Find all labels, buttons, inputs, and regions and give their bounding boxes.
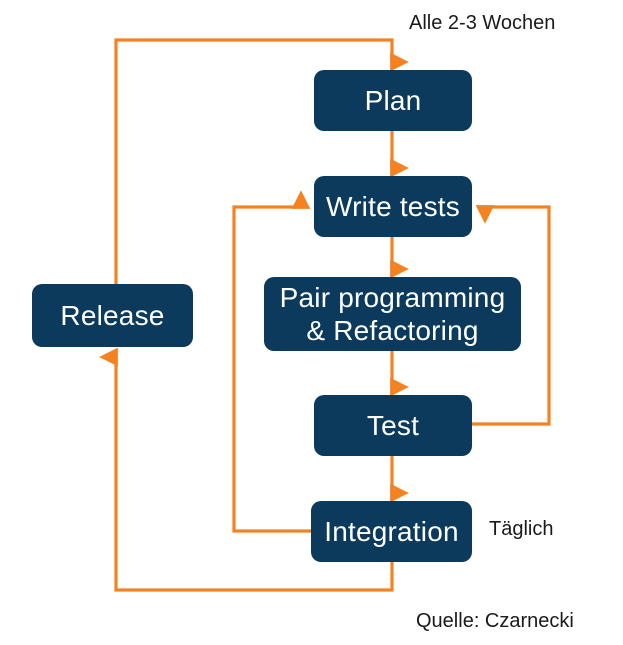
caption-daily-cadence: Täglich [489,518,554,540]
node-test[interactable]: Test [314,395,472,456]
node-release[interactable]: Release [32,284,193,347]
node-plan[interactable]: Plan [314,70,472,131]
caption-iteration-cadence: Alle 2-3 Wochen [409,12,556,34]
node-pair-programming-refactoring-label: Pair programming & Refactoring [279,281,506,346]
caption-source-attribution: Quelle: Czarnecki [416,610,574,632]
node-pair-programming-refactoring[interactable]: Pair programming & Refactoring [264,277,521,351]
edge-integration-to-write-tests-loop [232,190,311,533]
node-write-tests-label: Write tests [326,190,460,222]
node-integration[interactable]: Integration [311,501,472,562]
node-integration-label: Integration [324,515,459,547]
edge-integration-to-release-loop [99,347,394,592]
node-plan-label: Plan [364,84,422,116]
node-write-tests[interactable]: Write tests [314,176,472,237]
edge-test-to-write-tests-loop [472,205,551,426]
node-release-label: Release [60,299,165,331]
node-test-label: Test [366,409,420,441]
edge-release-to-plan-loop [114,38,409,284]
